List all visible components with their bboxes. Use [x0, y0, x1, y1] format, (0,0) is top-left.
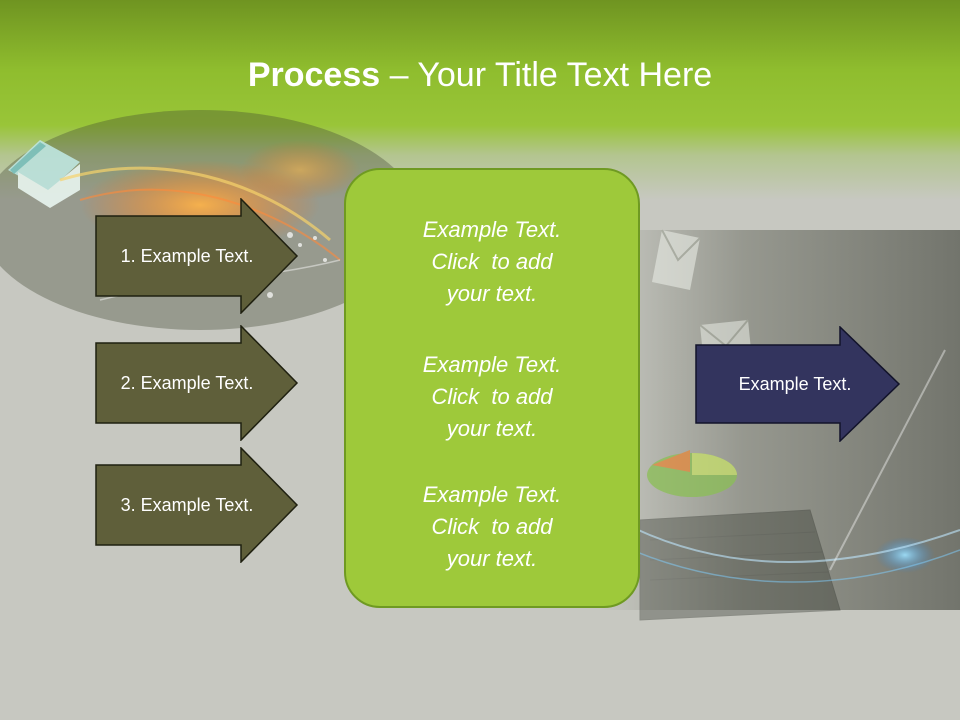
- center-paragraph-2: Example Text. Click to add your text.: [346, 349, 638, 445]
- center-paragraph-3: Example Text. Click to add your text.: [346, 479, 638, 575]
- paragraph-line: Example Text.: [422, 482, 562, 507]
- pie-chart-icon: [647, 450, 737, 497]
- left-arrow-label: 2. Example Text.: [120, 372, 254, 393]
- center-content-box[interactable]: Example Text. Click to add your text. Ex…: [344, 168, 640, 608]
- arrow-shape: [95, 325, 299, 441]
- arrow-shape: [95, 447, 299, 563]
- left-arrow-2[interactable]: 2. Example Text.: [95, 325, 299, 441]
- envelope-icon: [652, 229, 701, 290]
- right-arrow[interactable]: Example Text.: [695, 326, 901, 442]
- center-paragraph-1: Example Text. Click to add your text.: [346, 214, 638, 310]
- arrow-shape: [695, 326, 901, 442]
- paragraph-line: your text.: [446, 281, 538, 306]
- house-icon: [8, 140, 80, 208]
- paragraph-line: Click to add: [431, 384, 553, 409]
- paragraph-line: Click to add: [431, 249, 553, 274]
- slide-title: Process – Your Title Text Here: [0, 52, 960, 98]
- paragraph-line: Click to add: [431, 514, 553, 539]
- title-bold: Process: [247, 56, 381, 94]
- paragraph-line: your text.: [446, 546, 538, 571]
- arrow-shape: [95, 198, 299, 314]
- left-arrow-label: 1. Example Text.: [120, 245, 254, 266]
- left-arrow-1[interactable]: 1. Example Text.: [95, 198, 299, 314]
- right-arrow-label: Example Text.: [738, 373, 852, 394]
- title-rest: – Your Title Text Here: [380, 56, 713, 94]
- paragraph-line: Example Text.: [422, 352, 562, 377]
- paragraph-line: your text.: [446, 416, 538, 441]
- left-arrow-3[interactable]: 3. Example Text.: [95, 447, 299, 563]
- paragraph-line: Example Text.: [422, 217, 562, 242]
- left-arrow-label: 3. Example Text.: [120, 494, 254, 515]
